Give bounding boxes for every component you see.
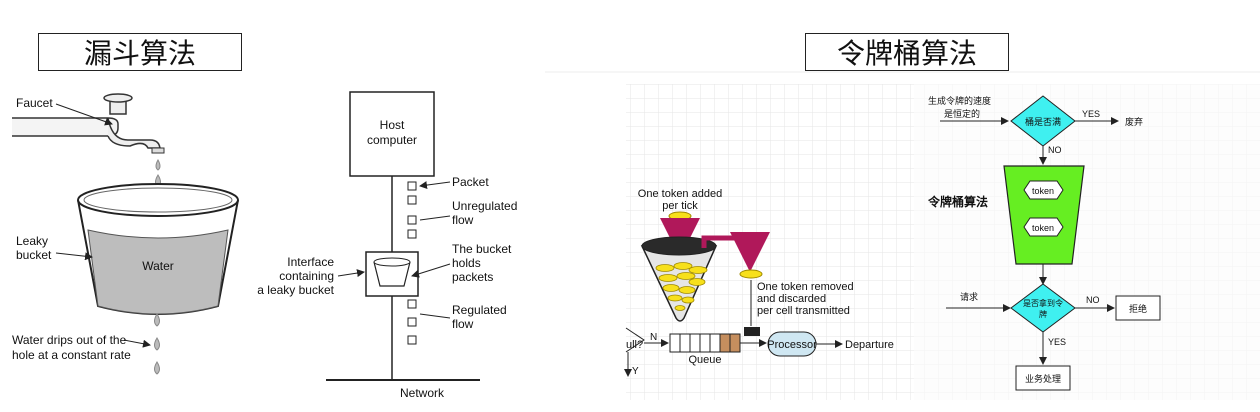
regulated-label-line2: flow bbox=[452, 317, 474, 331]
token-flowchart: 生成令牌的速度 是恒定的 桶是否满 YES 废弃 NO 令牌桶算法 token … bbox=[927, 95, 1161, 391]
drip bbox=[154, 337, 160, 351]
bucket-full-label: 桶是否满 bbox=[1025, 116, 1061, 128]
queue-cells bbox=[669, 333, 741, 353]
faucet-handle bbox=[103, 93, 133, 103]
mini-bucket-rim bbox=[373, 257, 411, 267]
bucket-pointer bbox=[55, 252, 93, 261]
token-stack bbox=[655, 262, 708, 311]
yes2-label: YES bbox=[1048, 337, 1066, 347]
token-removed-line2: and discarded bbox=[757, 293, 826, 305]
token2-label: token bbox=[1032, 223, 1054, 233]
regulated-label-line1: Regulated bbox=[452, 303, 507, 317]
packet bbox=[407, 215, 417, 225]
n-label: N bbox=[650, 332, 657, 343]
leaky-label: Leaky bbox=[16, 234, 48, 248]
leaky-bucket-figure: Faucet Leaky bucket Water Water drips ou… bbox=[12, 93, 239, 375]
discard-label: 废弃 bbox=[1125, 116, 1143, 128]
leaky-bucket-title: 漏斗算法 bbox=[38, 33, 242, 71]
host-label-line2: computer bbox=[367, 133, 417, 147]
bucket-rim-inner bbox=[83, 187, 233, 213]
packet bbox=[407, 229, 417, 239]
y-label: Y bbox=[632, 366, 639, 377]
interface-label-line3: a leaky bucket bbox=[257, 283, 334, 297]
packet bbox=[407, 299, 417, 309]
token-bucket-title: 令牌桶算法 bbox=[805, 33, 1009, 71]
bucket-holds-line2: holds bbox=[452, 256, 481, 270]
token-removed-line3: per cell transmitted bbox=[757, 305, 850, 317]
packet bbox=[407, 181, 417, 191]
process-label: 业务处理 bbox=[1025, 373, 1061, 385]
mini-bucket bbox=[373, 261, 411, 287]
water-label: Water bbox=[142, 259, 174, 273]
unregulated-label-line2: flow bbox=[452, 213, 474, 227]
network-label: Network bbox=[400, 386, 445, 400]
algo-label: 令牌桶算法 bbox=[927, 194, 988, 209]
bucket-water bbox=[87, 229, 229, 315]
regulated-pointer bbox=[419, 313, 451, 319]
no2-label: NO bbox=[1086, 295, 1100, 305]
leaky-bucket-title-text: 漏斗算法 bbox=[83, 37, 196, 70]
no1-label: NO bbox=[1048, 145, 1062, 155]
unregulated-pointer bbox=[419, 215, 451, 221]
cell-marker bbox=[744, 327, 760, 336]
drips-label-line2: hole at a constant rate bbox=[12, 348, 131, 362]
rate-label-line2: 是恒定的 bbox=[944, 108, 980, 120]
got-token-line1: 是否拿到令 bbox=[1023, 298, 1063, 308]
token-hex-2 bbox=[1023, 217, 1064, 237]
request-label: 请求 bbox=[960, 291, 978, 303]
drips-pointer bbox=[123, 339, 151, 348]
packet-label: Packet bbox=[452, 175, 489, 189]
token-removed-line1: One token removed bbox=[757, 281, 854, 293]
host-computer-figure: Host computer Network Packet Unregulated… bbox=[257, 91, 517, 400]
packet-pointer bbox=[419, 181, 451, 190]
queue-label: Queue bbox=[688, 354, 721, 366]
interface-label-line1: Interface bbox=[287, 255, 334, 269]
decision-fork bbox=[625, 327, 645, 353]
host-label-line1: Host bbox=[380, 118, 405, 132]
packet bbox=[407, 317, 417, 327]
departure-label: Departure bbox=[845, 339, 894, 351]
removed-token bbox=[739, 269, 763, 279]
reject-label: 拒绝 bbox=[1129, 303, 1147, 315]
interface-pointer bbox=[337, 269, 365, 278]
token1-label: token bbox=[1032, 186, 1054, 196]
packet bbox=[407, 335, 417, 345]
rate-label-line1: 生成令牌的速度 bbox=[928, 95, 991, 107]
faucet-label: Faucet bbox=[16, 96, 53, 110]
got-token-line2: 牌 bbox=[1039, 309, 1047, 319]
process-box bbox=[1015, 365, 1071, 391]
processor-label: Processor bbox=[767, 339, 817, 351]
unregulated-label-line1: Unregulated bbox=[452, 199, 517, 213]
drip bbox=[154, 313, 160, 327]
water-drop bbox=[155, 158, 161, 171]
faucet-pointer bbox=[55, 103, 113, 126]
full-label: ull? bbox=[626, 339, 643, 351]
token-coin bbox=[668, 211, 692, 221]
token-added-line1: One token added bbox=[638, 188, 722, 200]
token-hex-1 bbox=[1023, 180, 1064, 200]
yes1-label: YES bbox=[1082, 109, 1100, 119]
funnel-mouth bbox=[641, 236, 717, 256]
packet bbox=[407, 195, 417, 205]
reject-box bbox=[1115, 295, 1161, 321]
flowchart-panel bbox=[914, 84, 1260, 400]
bucket-label: bucket bbox=[16, 248, 52, 262]
token-funnel-figure: One token added per tick One token remov… bbox=[624, 188, 894, 377]
token-added-line2: per tick bbox=[662, 200, 698, 212]
bucket-holds-pointer bbox=[411, 263, 451, 278]
bucket-rim bbox=[77, 183, 239, 217]
interface-label-line2: containing bbox=[279, 269, 334, 283]
drips-label-line1: Water drips out of the bbox=[12, 333, 127, 347]
drip bbox=[154, 361, 160, 375]
bucket-holds-line3: packets bbox=[452, 270, 493, 284]
bucket-holds-line1: The bucket bbox=[452, 242, 512, 256]
token-remove-arrow bbox=[701, 232, 770, 272]
token-bucket-title-text: 令牌桶算法 bbox=[836, 37, 977, 70]
faucet-nozzle bbox=[151, 147, 165, 154]
